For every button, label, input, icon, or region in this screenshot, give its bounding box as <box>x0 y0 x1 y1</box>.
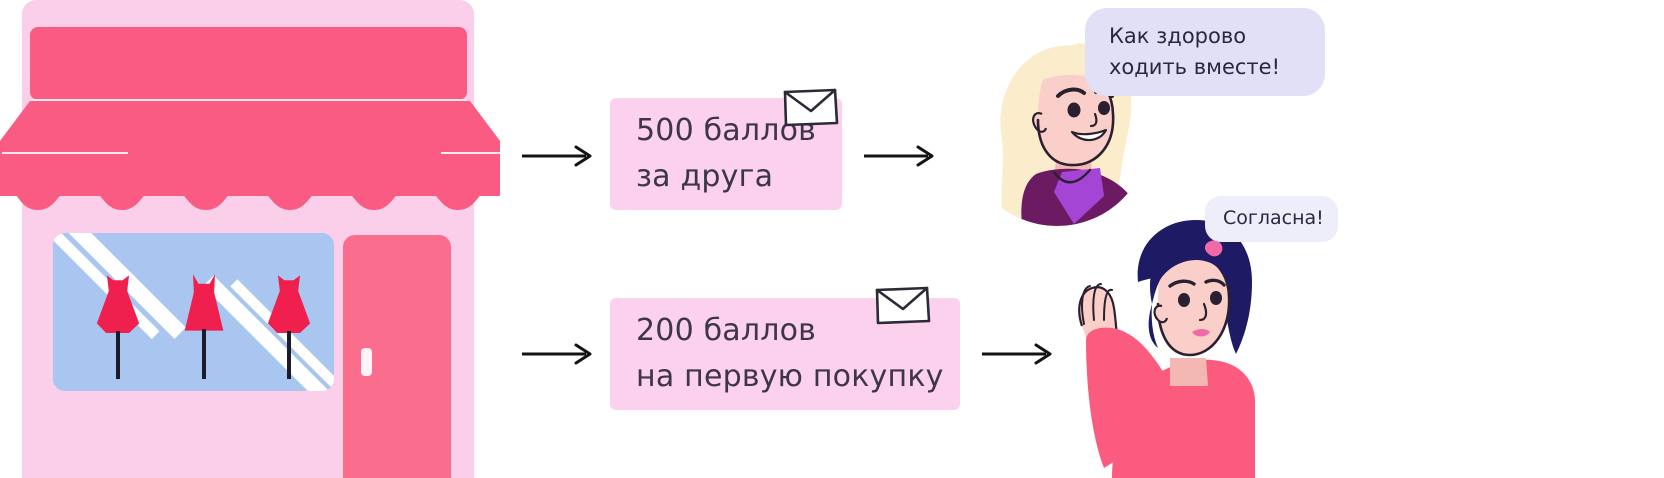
shop-door[interactable] <box>343 235 451 478</box>
mannequin-stand <box>287 331 291 379</box>
bubble-1-line1: Как здорово <box>1109 24 1247 49</box>
flow-arrow-3 <box>522 343 592 365</box>
flow-arrow-4 <box>982 343 1052 365</box>
envelope-icon <box>783 88 839 127</box>
window-glare <box>203 275 334 391</box>
offer-500-line2: за друга <box>636 159 774 194</box>
mannequin-stand <box>202 329 206 379</box>
speech-bubble-2: Согласна! <box>1205 196 1338 242</box>
door-handle-icon <box>361 348 372 376</box>
bubble-2-line1: Согласна! <box>1223 207 1324 230</box>
offer-200-line1: 200 баллов <box>636 313 817 349</box>
flow-arrow-1 <box>522 145 592 167</box>
shop-window <box>53 233 334 391</box>
shop-illustration <box>0 0 500 478</box>
mannequin-stand <box>116 331 120 379</box>
awning-hairline <box>30 99 467 101</box>
flow-arrow-2 <box>864 145 934 167</box>
character-dark-woman <box>1078 220 1255 478</box>
offer-200-line2: на первую покупку <box>636 359 944 394</box>
awning-seam-left <box>2 152 128 154</box>
bubble-1-line2: ходить вместе! <box>1109 55 1280 79</box>
awning-scallop-edge <box>0 180 500 210</box>
dress-icon <box>267 275 311 333</box>
awning-upper-band <box>30 27 467 100</box>
envelope-icon <box>875 286 931 325</box>
offer-card-500[interactable]: 500 баллов за друга <box>610 98 842 210</box>
awning-seam-right <box>441 152 500 154</box>
speech-bubble-1: Как здорово ходить вместе! <box>1085 8 1325 96</box>
